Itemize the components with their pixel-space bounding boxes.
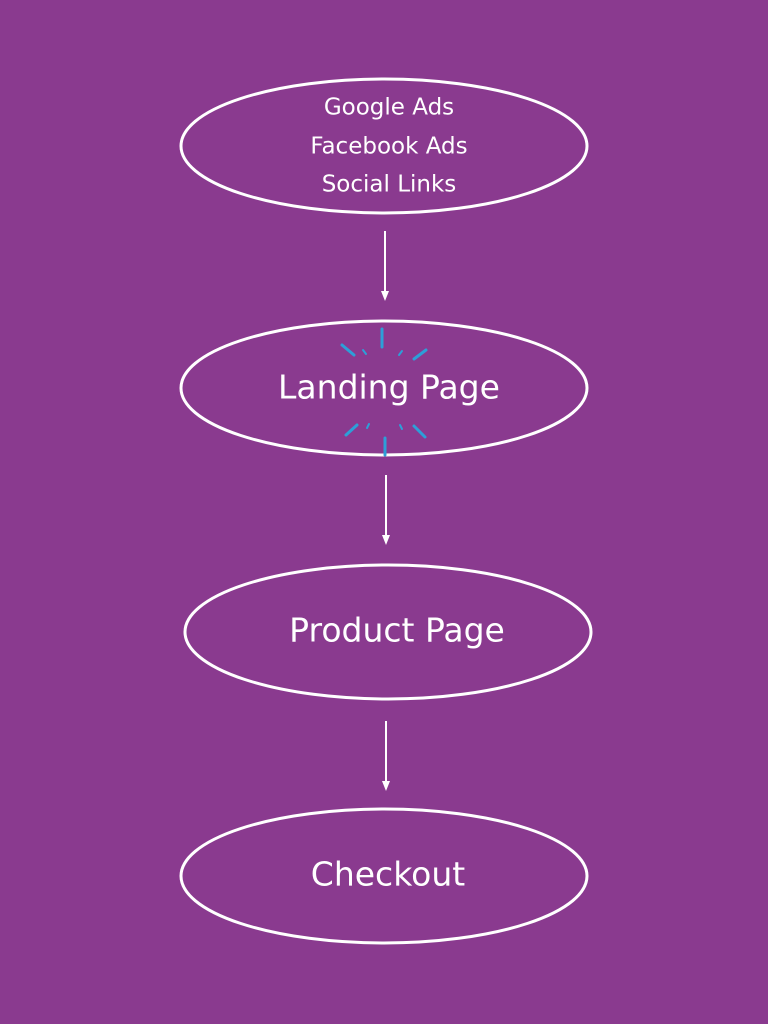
traffic-sources-node: Google Ads Facebook Ads Social Links: [179, 77, 589, 215]
sparkle-icon: [340, 327, 428, 457]
traffic-sources-ellipse: [179, 77, 589, 215]
landing-page-label: Landing Page: [278, 368, 500, 407]
facebook-ads-label: Facebook Ads: [310, 134, 467, 160]
checkout-ellipse: [179, 807, 589, 945]
product-page-node: Product Page: [183, 563, 593, 701]
product-page-ellipse: [183, 563, 593, 701]
google-ads-label: Google Ads: [324, 95, 454, 121]
product-page-label: Product Page: [289, 611, 505, 650]
landing-page-node: Landing Page: [179, 319, 589, 457]
checkout-label: Checkout: [311, 855, 465, 894]
checkout-node: Checkout: [179, 807, 589, 945]
social-links-label: Social Links: [322, 172, 457, 198]
